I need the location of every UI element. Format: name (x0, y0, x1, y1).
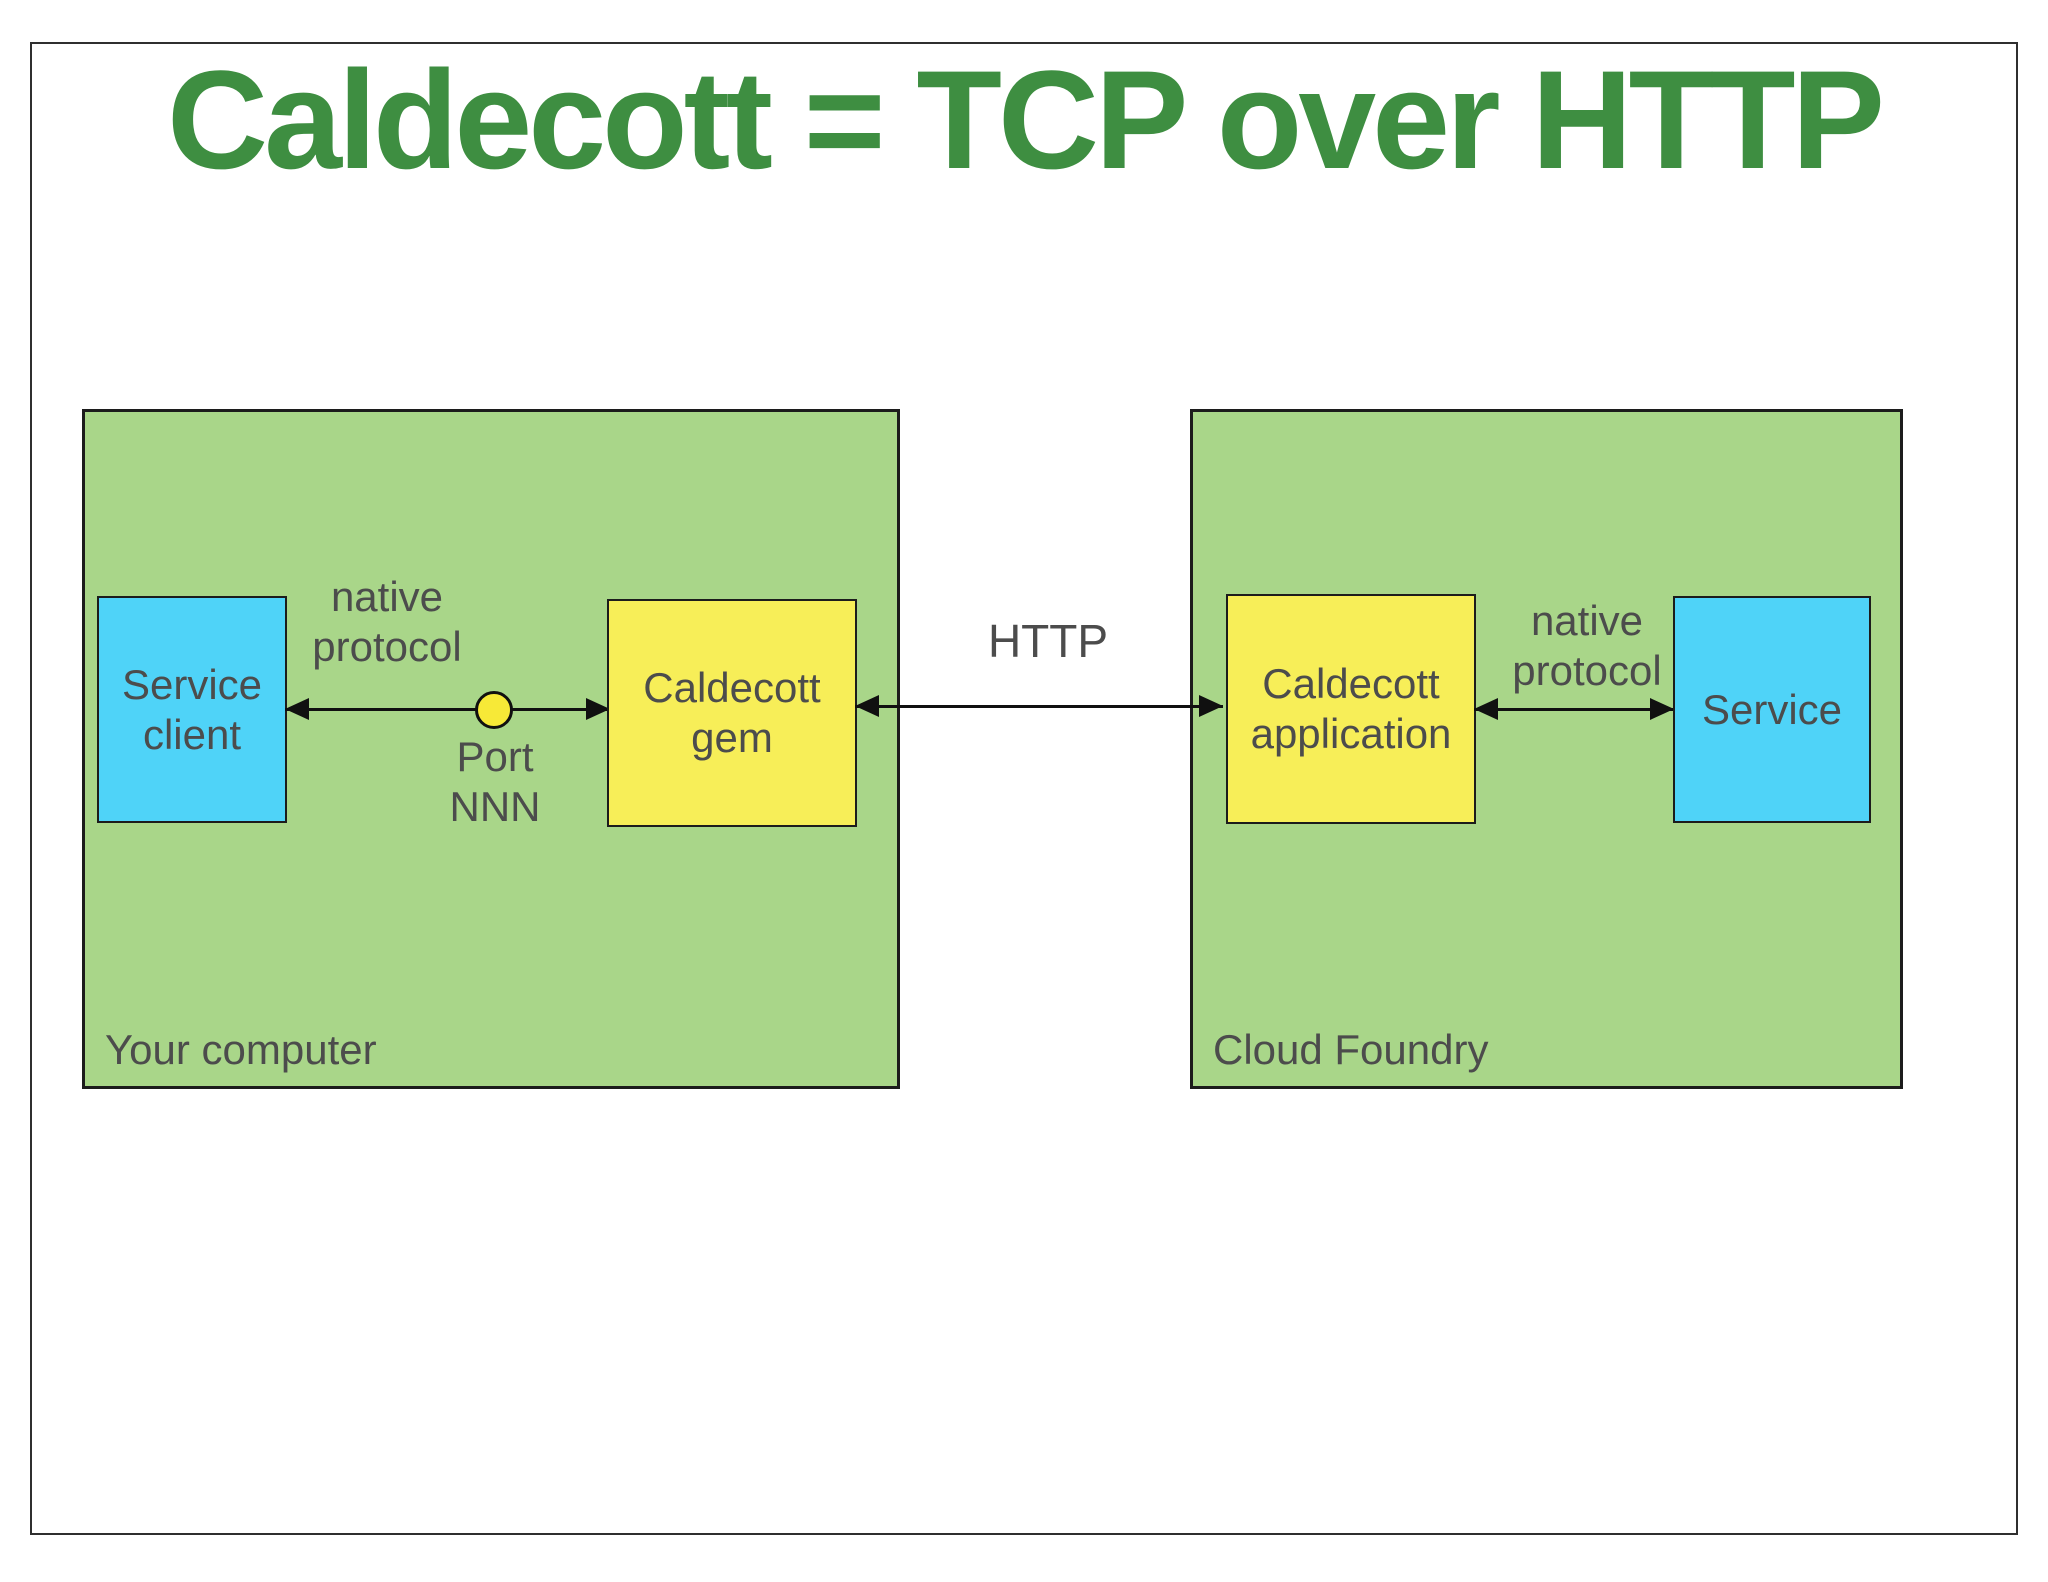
caldecott-gem-box: Caldecott gem (607, 599, 857, 827)
cloud-foundry-zone: Caldecott application native protocol Se… (1190, 409, 1903, 1089)
arrowhead-right-icon (1199, 695, 1223, 717)
native-protocol-arrow-left (285, 708, 610, 711)
port-circle (475, 691, 513, 729)
port-label: Port NNN (449, 733, 541, 830)
service-client-label: Service client (121, 660, 263, 758)
arrowhead-right-icon (586, 698, 610, 720)
native-protocol-label-right: native protocol (1512, 597, 1662, 694)
arrowhead-right-icon (1650, 698, 1674, 720)
service-client-box: Service client (97, 596, 287, 823)
cloud-foundry-label: Cloud Foundry (1213, 1026, 1489, 1073)
slide-title: Caldecott = TCP over HTTP (167, 41, 1885, 198)
service-label: Service (1701, 685, 1843, 733)
arrowhead-left-icon (855, 695, 879, 717)
caldecott-gem-label: Caldecott gem (643, 664, 821, 761)
native-protocol-arrow-right (1474, 708, 1674, 711)
http-label: HTTP (987, 615, 1109, 667)
caldecott-application-box: Caldecott application (1226, 594, 1476, 824)
your-computer-label: Your computer (105, 1026, 377, 1073)
http-arrow (855, 705, 1223, 708)
native-protocol-label-left: native protocol (312, 573, 462, 670)
caldecott-application-label: Caldecott application (1250, 660, 1452, 757)
your-computer-zone: Service client native protocol Port NNN … (82, 409, 900, 1089)
service-box: Service (1673, 596, 1871, 823)
arrowhead-left-icon (285, 698, 309, 720)
arrowhead-left-icon (1474, 698, 1498, 720)
